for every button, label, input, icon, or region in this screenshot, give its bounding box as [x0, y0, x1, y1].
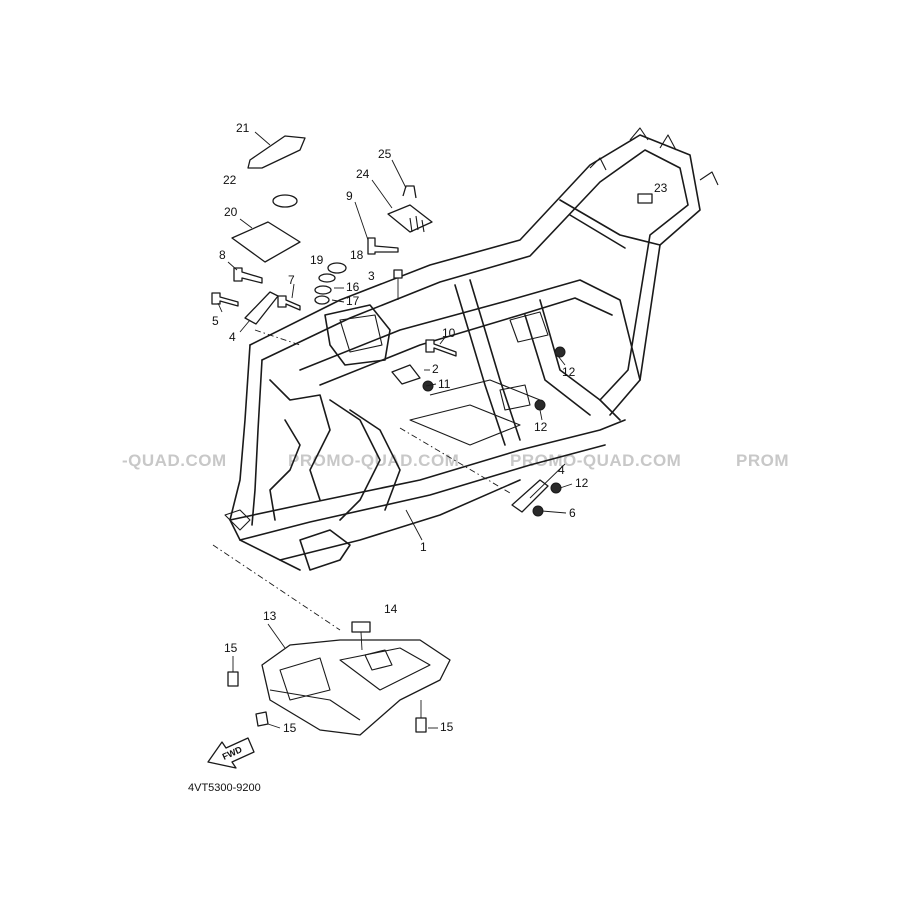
callout-11: 11 — [438, 377, 451, 391]
damper-part — [637, 193, 653, 204]
sticker-part — [351, 621, 371, 633]
forward-direction-arrow: FWD — [207, 737, 255, 769]
callout-9: 9 — [346, 189, 353, 203]
nut-part — [534, 399, 546, 411]
nut-part — [550, 482, 562, 494]
callout-6: 6 — [569, 506, 576, 520]
bolt-part — [255, 711, 269, 727]
callout-8: 8 — [219, 248, 226, 262]
o-ring-part — [272, 194, 298, 208]
callout-12: 12 — [562, 365, 576, 379]
bolt-part — [277, 295, 301, 311]
race-part — [318, 273, 336, 283]
callout-15: 15 — [283, 721, 297, 735]
bolt-part — [367, 237, 399, 255]
callout-4: 4 — [558, 463, 565, 477]
callout-24: 24 — [356, 167, 370, 181]
callout-5: 5 — [212, 314, 219, 328]
callout-25: 25 — [378, 147, 392, 161]
bracket-part — [511, 479, 549, 513]
callout-12: 12 — [575, 476, 589, 490]
clip-part — [402, 185, 417, 199]
callout-2: 2 — [432, 362, 439, 376]
callout-10: 10 — [442, 326, 456, 340]
watermark-text: PROMO-QUAD.COM — [510, 451, 681, 470]
bolt-part — [227, 671, 239, 687]
callout-16: 16 — [346, 280, 360, 294]
cover-part — [231, 221, 301, 263]
washer-part — [314, 285, 332, 295]
bearing-part — [327, 262, 347, 274]
watermark-text: PROM — [736, 451, 789, 470]
callout-3: 3 — [368, 269, 375, 283]
callout-23: 23 — [654, 181, 668, 195]
watermark-text: PROMO-QUAD.COM — [288, 451, 459, 470]
plate-part — [391, 364, 421, 385]
callout-21: 21 — [236, 121, 250, 135]
callout-12: 12 — [534, 420, 548, 434]
callout-17: 17 — [346, 294, 360, 308]
callout-dashes — [232, 193, 652, 729]
callout-19: 19 — [310, 253, 324, 267]
callout-13: 13 — [263, 609, 277, 623]
callout-18: 18 — [350, 248, 364, 262]
bolt-part — [393, 269, 403, 279]
callout-labels: 21 22 20 25 24 9 23 18 19 8 3 7 16 17 5 … — [212, 121, 668, 735]
callout-4: 4 — [229, 330, 236, 344]
callout-14: 14 — [384, 602, 398, 616]
callout-15: 15 — [224, 641, 238, 655]
main-frame — [224, 127, 719, 571]
document-code: 4VT5300-9200 — [188, 782, 261, 794]
bolt-part — [233, 267, 263, 284]
callout-22: 22 — [223, 173, 237, 187]
callout-15: 15 — [440, 720, 454, 734]
nut-part — [532, 505, 544, 517]
skid-plate — [227, 621, 451, 736]
leader-lines — [217, 131, 566, 499]
bracket-part — [244, 291, 279, 325]
callout-7: 7 — [288, 273, 295, 287]
bolt-part — [211, 292, 239, 307]
watermark-text: -QUAD.COM — [122, 451, 227, 470]
guide-lines — [212, 329, 511, 631]
callout-20: 20 — [224, 205, 238, 219]
nut-part — [554, 346, 566, 358]
bolt-part — [415, 717, 427, 733]
watermark-strip: -QUAD.COM PROMO-QUAD.COM PROMO-QUAD.COM … — [122, 451, 789, 470]
small-parts — [211, 135, 653, 517]
bolt-part — [425, 339, 457, 357]
strip-part — [247, 135, 306, 169]
seal-part — [314, 295, 330, 305]
callout-1: 1 — [420, 540, 427, 554]
